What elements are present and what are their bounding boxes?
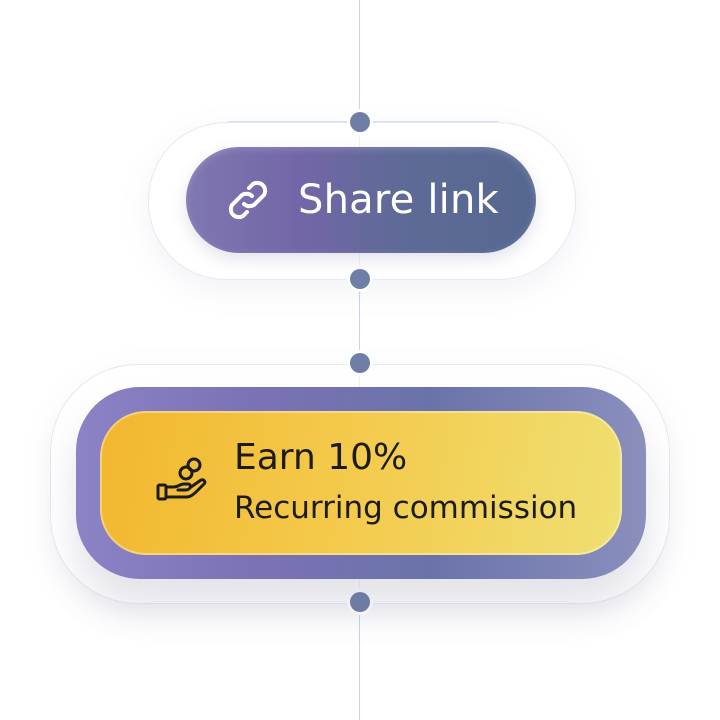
link-icon	[228, 180, 268, 220]
connector-dot	[350, 592, 370, 612]
hand-coins-icon	[156, 457, 207, 501]
earn-title: Earn 10%	[234, 437, 408, 478]
earn-card[interactable]: Earn 10% Recurring commission	[100, 411, 622, 555]
connector-dot	[350, 112, 370, 132]
share-link-button[interactable]: Share link	[186, 147, 536, 253]
connector-dot	[350, 353, 370, 373]
connector-dot	[350, 269, 370, 289]
earn-subtitle: Recurring commission	[234, 490, 578, 526]
earn-card-frame: Earn 10% Recurring commission	[76, 387, 646, 579]
earn-text-group: Earn 10% Recurring commission	[234, 436, 577, 530]
share-link-label: Share link	[298, 177, 499, 223]
